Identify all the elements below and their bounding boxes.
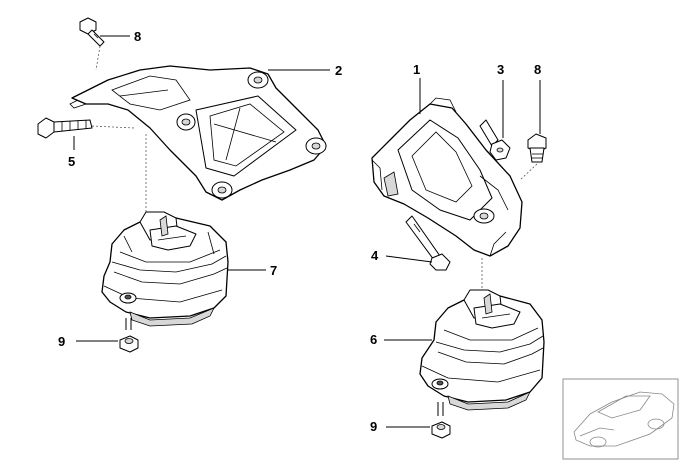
bolt-icon[interactable] — [37, 117, 93, 139]
engine-mount-icon[interactable] — [419, 289, 545, 411]
callout-2: 2 — [335, 63, 342, 78]
bolt-icon[interactable] — [527, 133, 547, 163]
callout-3: 3 — [497, 62, 504, 77]
engine-bracket-icon[interactable] — [69, 65, 327, 201]
dashed-guide — [519, 163, 538, 181]
callout-8-right: 8 — [534, 62, 541, 77]
bolt-icon[interactable] — [479, 119, 511, 161]
callout-9-left: 9 — [58, 334, 65, 349]
bolt-icon[interactable] — [405, 215, 451, 271]
callout-9-right: 9 — [370, 419, 377, 434]
nut-icon[interactable] — [119, 292, 139, 353]
callout-7: 7 — [270, 263, 277, 278]
engine-bracket-icon[interactable] — [371, 97, 523, 257]
bolt-icon[interactable] — [79, 17, 105, 47]
nut-icon[interactable] — [431, 378, 451, 439]
car-thumbnail-icon — [562, 378, 679, 460]
engine-mount-icon[interactable] — [101, 211, 229, 327]
callout-8-left: 8 — [134, 29, 141, 44]
dashed-guide — [95, 45, 101, 71]
leader-line — [385, 255, 433, 263]
callout-6: 6 — [370, 332, 377, 347]
callout-4: 4 — [371, 248, 379, 263]
callout-1: 1 — [413, 62, 420, 77]
dashed-guide — [91, 125, 135, 129]
callout-5: 5 — [68, 154, 75, 169]
